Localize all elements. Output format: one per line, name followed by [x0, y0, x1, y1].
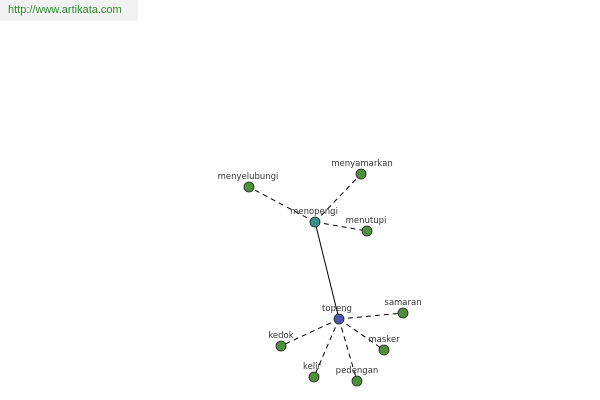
node-topeng[interactable]: topeng: [322, 304, 352, 325]
node-pedengan[interactable]: pedengan: [336, 366, 379, 387]
node-label-menyamarkan[interactable]: menyamarkan: [331, 159, 393, 169]
node-label-topeng[interactable]: topeng: [322, 304, 352, 314]
node-menutupi[interactable]: menutupi: [346, 216, 387, 237]
node-label-kedok[interactable]: kedok: [268, 331, 293, 341]
edges-layer: [248, 173, 404, 382]
edge-menopengi-menyamarkan: [314, 173, 362, 223]
node-label-menyelubungi[interactable]: menyelubungi: [218, 172, 279, 182]
node-menyamarkan[interactable]: menyamarkan: [331, 159, 393, 180]
edge-topeng-masker: [338, 318, 385, 351]
node-label-pedengan[interactable]: pedengan: [336, 366, 379, 376]
node-label-samaran[interactable]: samaran: [384, 298, 421, 308]
edge-topeng-kedok: [280, 318, 340, 347]
nodes-layer: topeng menopengi menyelubungi menyamarkan me…: [218, 159, 422, 387]
node-dot-menyamarkan[interactable]: [355, 168, 367, 180]
node-label-menopengi[interactable]: menopengi: [290, 207, 338, 217]
node-dot-samaran[interactable]: [397, 307, 409, 319]
node-masker[interactable]: masker: [368, 335, 400, 356]
node-dot-menutupi[interactable]: [361, 225, 373, 237]
node-samaran[interactable]: samaran: [384, 298, 422, 319]
edge-topeng-menopengi: [314, 221, 340, 320]
node-dot-topeng[interactable]: [333, 313, 345, 325]
node-kedok[interactable]: kedok: [268, 331, 294, 352]
node-menopengi[interactable]: menopengi: [290, 207, 338, 228]
node-dot-masker[interactable]: [378, 344, 390, 356]
node-dot-kelir[interactable]: [308, 371, 320, 383]
edge-topeng-pedengan: [338, 318, 358, 382]
node-label-menutupi[interactable]: menutupi: [346, 216, 387, 226]
node-dot-kedok[interactable]: [275, 340, 287, 352]
node-label-kelir[interactable]: kelir: [303, 362, 322, 372]
node-menyelubungi[interactable]: menyelubungi: [218, 172, 279, 193]
node-kelir[interactable]: kelir: [303, 362, 322, 383]
site-url-banner[interactable]: http://www.artikata.com: [0, 0, 138, 21]
node-label-masker[interactable]: masker: [368, 335, 400, 345]
node-dot-pedengan[interactable]: [351, 375, 363, 387]
edge-topeng-samaran: [338, 312, 404, 320]
edge-menopengi-menyelubungi: [248, 186, 316, 223]
edge-topeng-kelir: [313, 318, 340, 378]
node-dot-menopengi[interactable]: [309, 216, 321, 228]
node-dot-menyelubungi[interactable]: [243, 181, 255, 193]
